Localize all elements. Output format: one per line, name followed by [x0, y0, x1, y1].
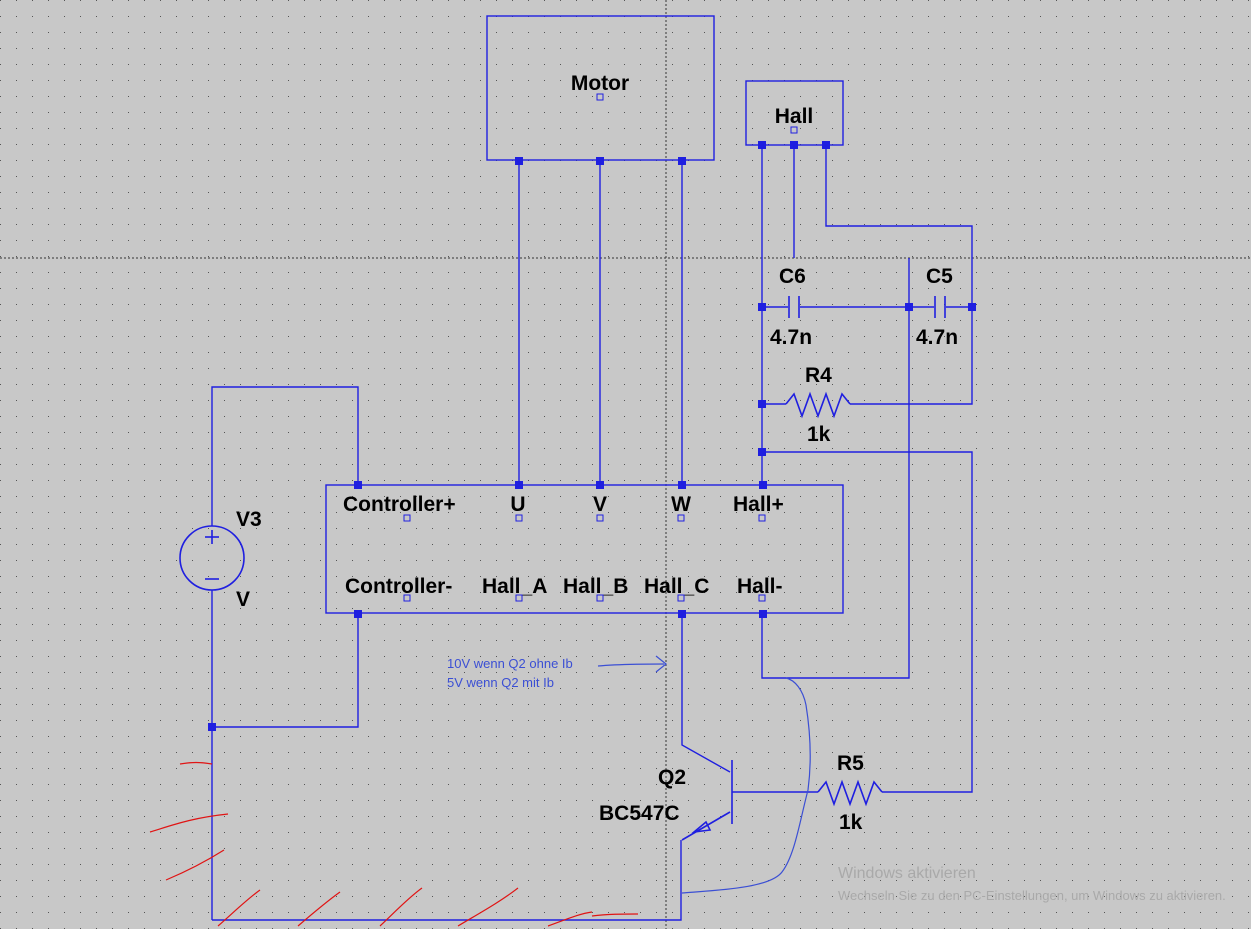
windows-watermark: Windows aktivieren Wechseln Sie zu den P…	[838, 865, 1226, 903]
r5-ref: R5	[837, 752, 864, 775]
voltage-source-v3[interactable]: V3 V	[179, 508, 262, 611]
resistor-r5[interactable]: R5 1k	[817, 752, 883, 834]
pin-label-hall-minus: Hall-	[737, 575, 783, 598]
junctions	[208, 303, 976, 731]
pin-label-hall-plus: Hall+	[733, 493, 784, 516]
c6-value: 4.7n	[770, 326, 812, 349]
c6-ref: C6	[779, 265, 806, 288]
q2-ref: Q2	[658, 766, 686, 789]
v3-ref: V3	[236, 508, 262, 531]
q2-value: BC547C	[599, 802, 680, 825]
annotation-line-2: 5V wenn Q2 mit Ib	[447, 675, 554, 690]
annotation: 10V wenn Q2 ohne Ib 5V wenn Q2 mit Ib	[447, 655, 667, 690]
watermark-subtitle: Wechseln Sie zu den PC-Einstellungen, um…	[838, 888, 1226, 903]
capacitor-c6[interactable]: C6 4.7n	[770, 265, 812, 349]
c5-value: 4.7n	[916, 326, 958, 349]
r4-ref: R4	[805, 364, 832, 387]
r4-value: 1k	[807, 423, 831, 446]
ground-scribbles	[149, 761, 639, 927]
pin-label-u: U	[510, 493, 525, 516]
hand-drawn-wire	[681, 677, 811, 894]
c5-ref: C5	[926, 265, 953, 288]
resistor-r4[interactable]: R4 1k	[785, 364, 851, 446]
transistor-q2[interactable]: Q2 BC547C	[599, 760, 733, 841]
hall-label: Hall	[775, 105, 814, 128]
pin-label-hall-a: Hall_A	[482, 575, 547, 598]
pin-label-hall-b: Hall_B	[563, 575, 628, 598]
pin-label-w: W	[671, 493, 691, 516]
watermark-title: Windows aktivieren	[838, 865, 976, 882]
pin-label-hall-c: Hall_C	[644, 575, 709, 598]
capacitor-c5[interactable]: C5 4.7n	[916, 265, 958, 349]
wires	[211, 145, 973, 921]
r5-value: 1k	[839, 811, 863, 834]
pin-label-v: V	[593, 493, 607, 516]
pin-label-controller-plus: Controller+	[343, 493, 456, 516]
v3-value: V	[236, 588, 250, 611]
pin-label-controller-minus: Controller-	[345, 575, 452, 598]
annotation-line-1: 10V wenn Q2 ohne Ib	[447, 656, 573, 671]
annotation-arrow	[597, 663, 665, 667]
controller-block[interactable]: Controller+ U V W Hall+ Controller- Hall…	[325, 481, 844, 618]
motor-label: Motor	[571, 72, 629, 95]
